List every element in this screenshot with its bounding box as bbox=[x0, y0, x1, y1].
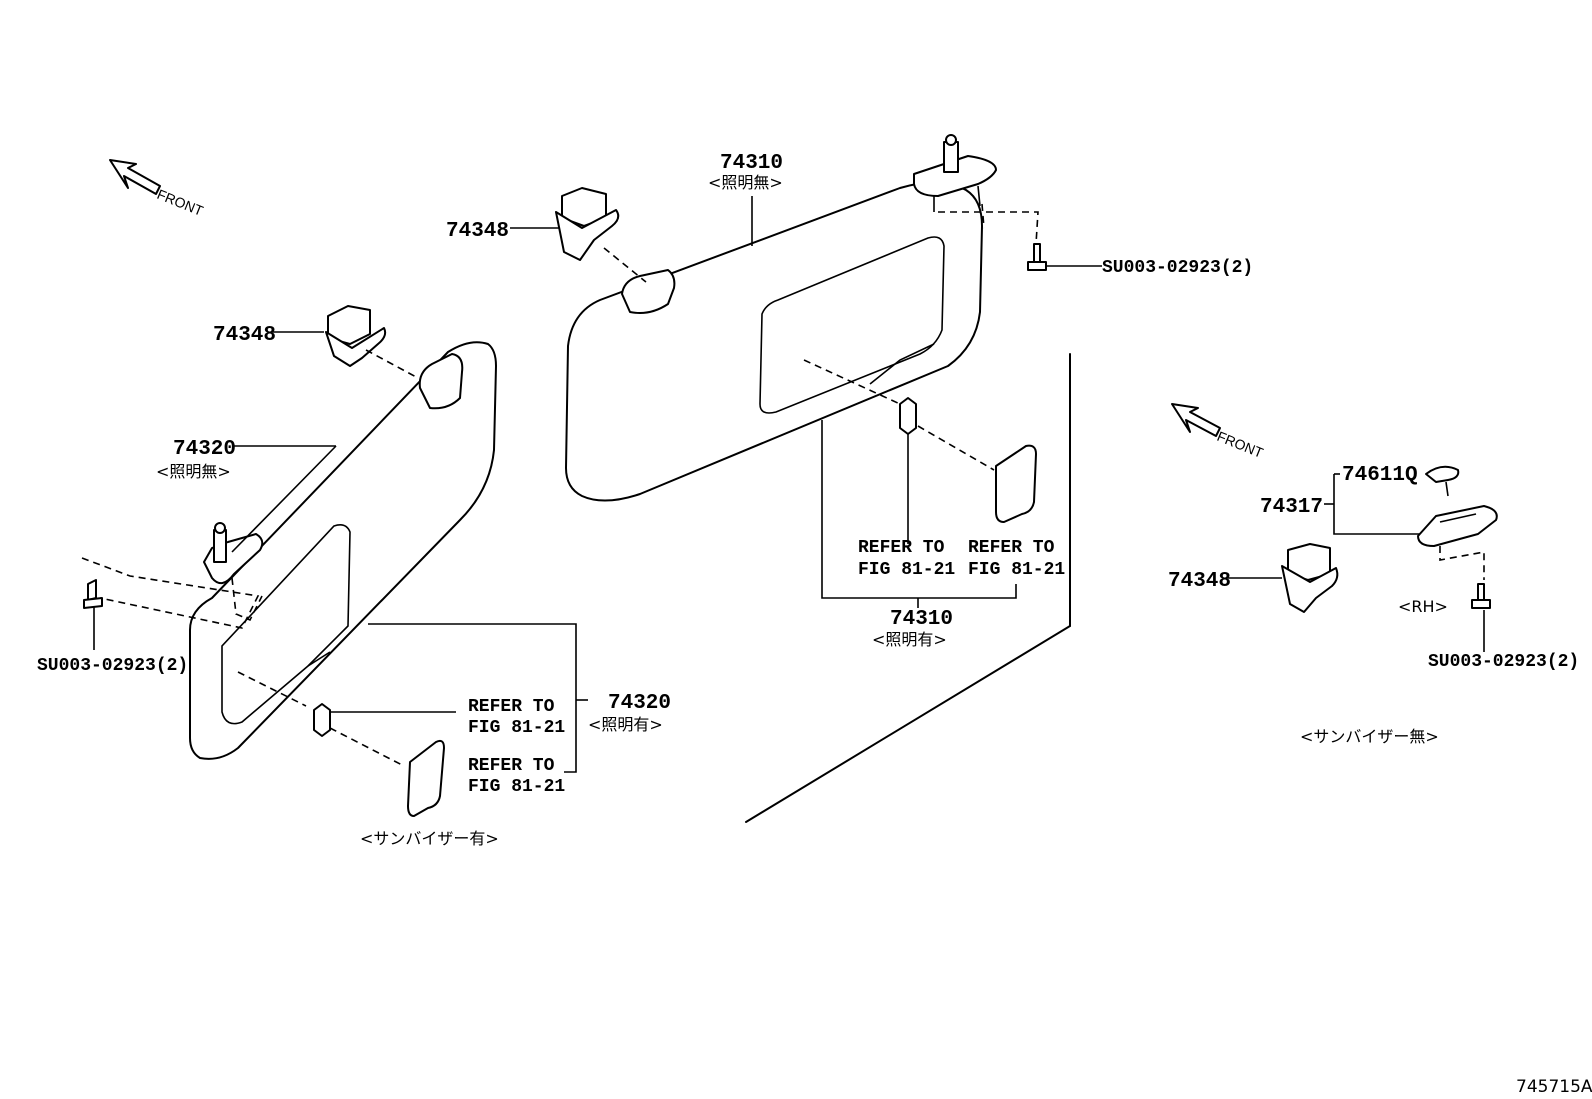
right-cap-icon bbox=[1425, 465, 1460, 497]
left-visor-hinge-icon bbox=[203, 522, 264, 585]
right-clip-part-number: 74348 bbox=[1168, 570, 1231, 593]
left-refer-2-line2: FIG 81-21 bbox=[468, 777, 565, 797]
center-visor-hinge-icon bbox=[913, 134, 997, 212]
right-clip-icon bbox=[1281, 543, 1339, 613]
left-clip-part-number: 74348 bbox=[213, 324, 276, 347]
left-refer-2-line1: REFER TO bbox=[468, 756, 555, 776]
left-screw-icon bbox=[83, 579, 103, 609]
center-refer-2-line2: FIG 81-21 bbox=[968, 560, 1065, 580]
left-visor-part-number: 74320 bbox=[173, 438, 236, 461]
figure-id: 745715A bbox=[1516, 1077, 1592, 1097]
left-caption: <サンバイザー有> bbox=[360, 829, 499, 848]
left-mirror-lens-icon bbox=[407, 739, 445, 817]
center-mirror-lens-icon bbox=[995, 444, 1037, 523]
center-visor-part-number: 74310 bbox=[720, 152, 783, 175]
left-sun-visor bbox=[189, 341, 497, 760]
right-holder-icon bbox=[1417, 505, 1498, 547]
center-lit-part-number: 74310 bbox=[890, 608, 953, 631]
right-screw-part-number: SU003-02923(2) bbox=[1428, 652, 1579, 672]
center-visor-note: <照明無> bbox=[708, 173, 783, 192]
left-visor-clip-icon bbox=[325, 305, 387, 367]
center-screw-icon bbox=[1027, 243, 1047, 271]
left-visor-note: <照明無> bbox=[156, 462, 231, 481]
center-refer-1-line2: FIG 81-21 bbox=[858, 560, 955, 580]
center-bulb-icon bbox=[899, 397, 917, 435]
left-lit-note: <照明有> bbox=[588, 715, 663, 734]
center-visor-clip-icon bbox=[555, 187, 620, 261]
center-refer-2-line1: REFER TO bbox=[968, 538, 1055, 558]
front-label: FRONT bbox=[155, 186, 206, 219]
left-refer-1-line1: REFER TO bbox=[468, 697, 555, 717]
right-holder-part-number: 74317 bbox=[1260, 496, 1323, 519]
right-cap-part-number: 74611Q bbox=[1342, 464, 1418, 487]
right-side-note: <RH> bbox=[1398, 597, 1448, 616]
left-bulb-icon bbox=[313, 703, 331, 737]
center-lit-note: <照明有> bbox=[872, 630, 947, 649]
center-refer-1-line1: REFER TO bbox=[858, 538, 945, 558]
right-caption: <サンバイザー無> bbox=[1300, 727, 1439, 746]
front-arrow-icon: FRONT bbox=[109, 159, 206, 219]
left-lit-part-number: 74320 bbox=[608, 692, 671, 715]
center-screw-part-number: SU003-02923(2) bbox=[1102, 258, 1253, 278]
center-clip-part-number: 74348 bbox=[446, 220, 509, 243]
center-sun-visor bbox=[565, 181, 983, 502]
right-screw-icon bbox=[1471, 583, 1491, 609]
left-refer-1-line2: FIG 81-21 bbox=[468, 718, 565, 738]
front-arrow-icon: FRONT bbox=[1171, 403, 1266, 461]
left-screw-part-number: SU003-02923(2) bbox=[37, 656, 188, 676]
front-label: FRONT bbox=[1215, 428, 1266, 461]
